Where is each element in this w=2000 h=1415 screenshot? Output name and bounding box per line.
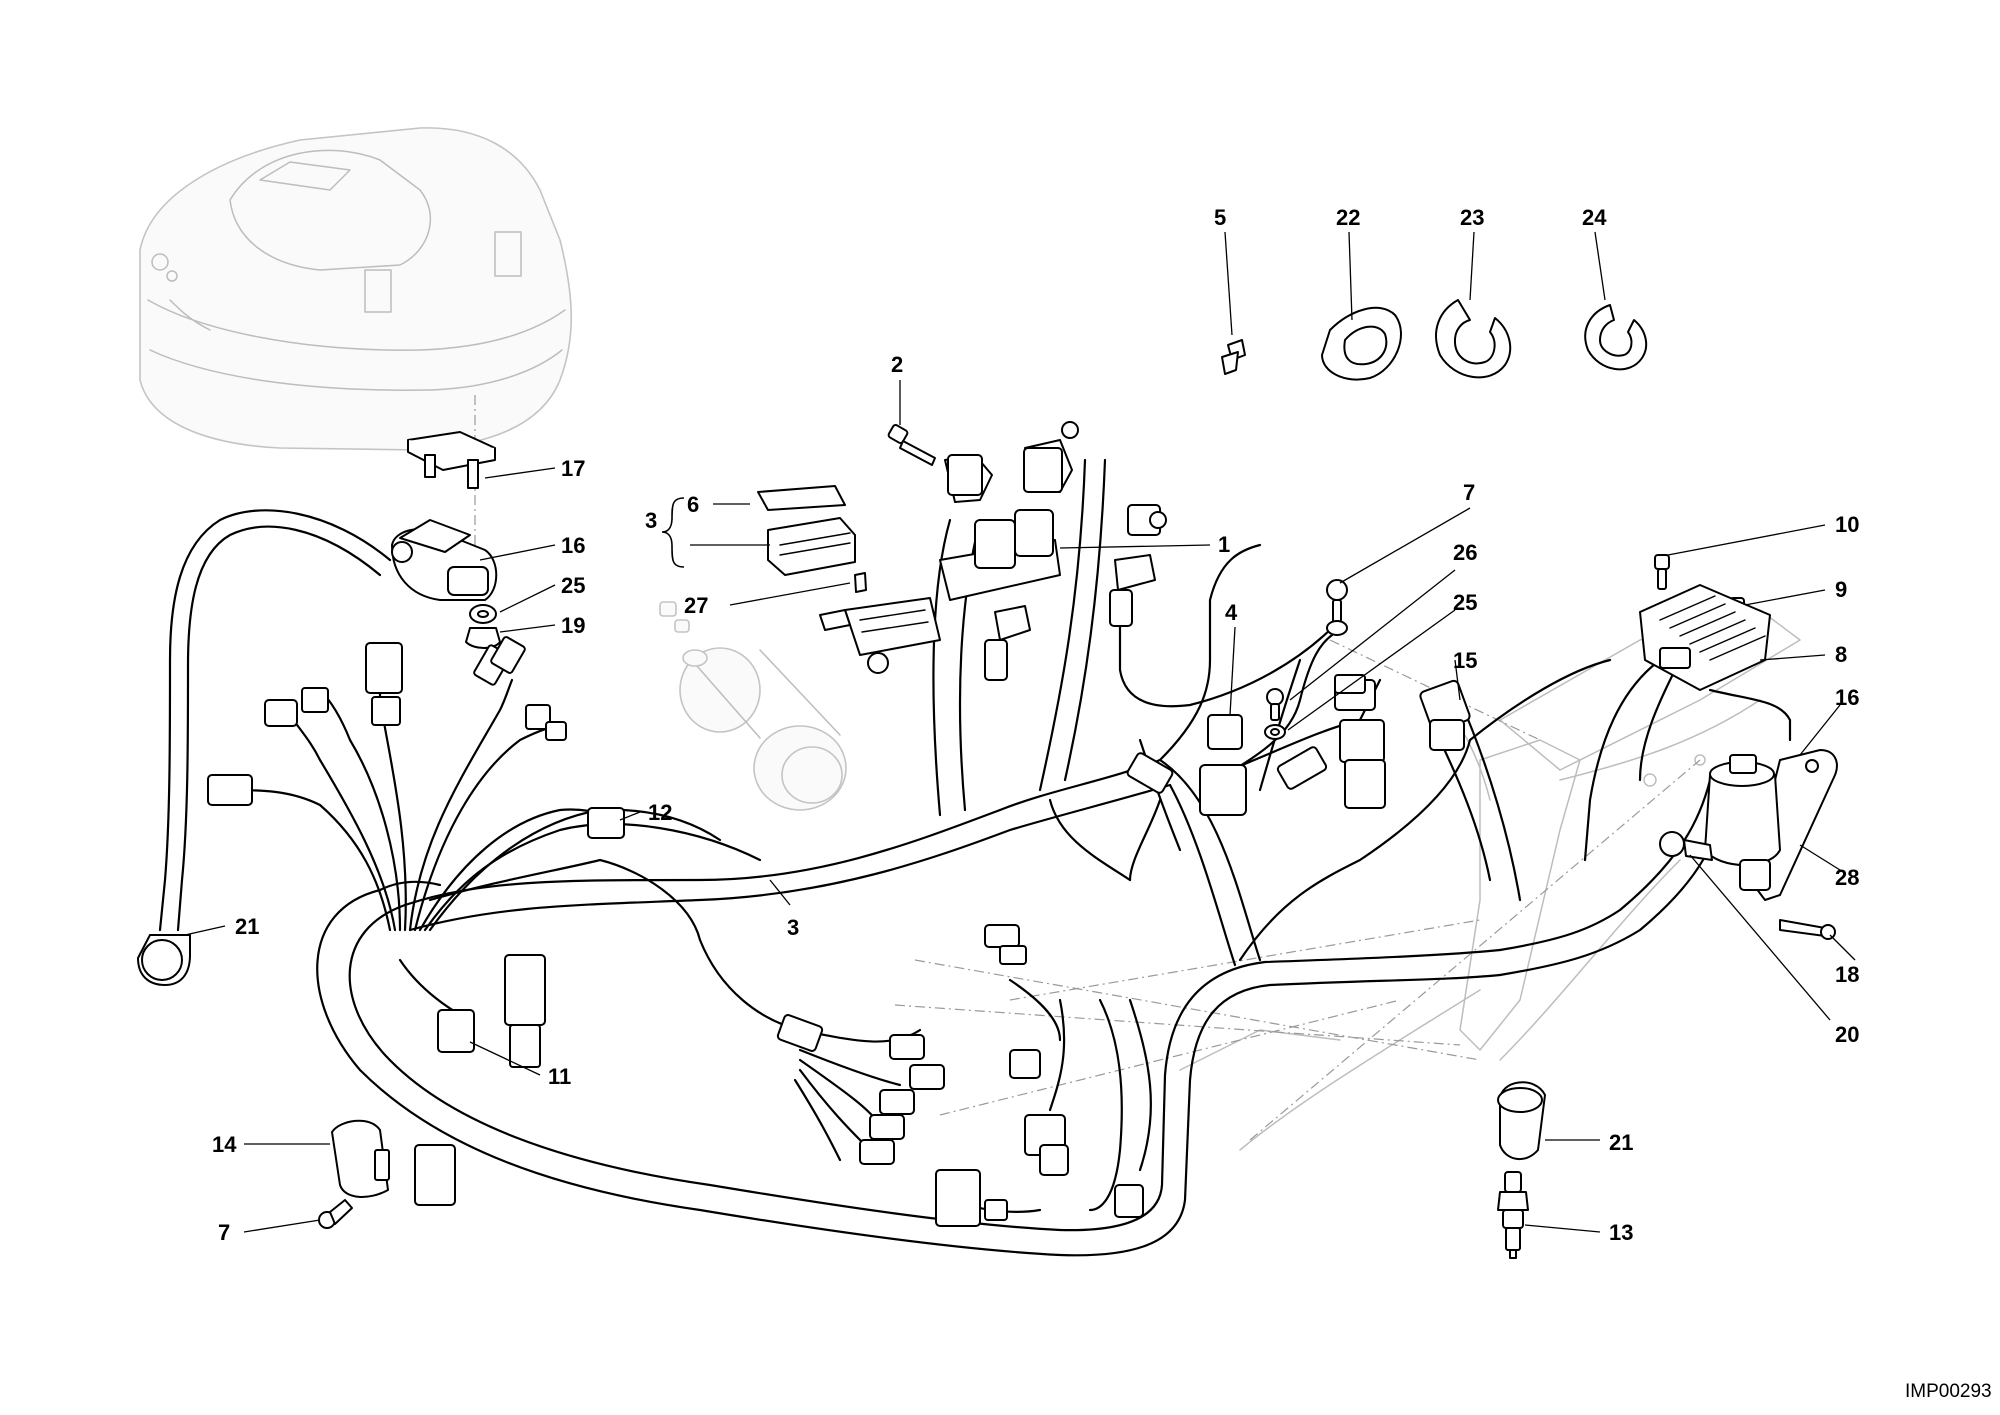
label-18: 18 (1835, 962, 1859, 987)
part-7-screw-left (318, 1199, 353, 1229)
label-20: 20 (1835, 1022, 1859, 1047)
label-6: 6 (687, 492, 699, 517)
part-16-ignition-coil-right (1704, 754, 1781, 891)
leader-lines (184, 231, 1856, 1233)
part-24-clamp (1584, 304, 1648, 371)
bottom-connectors (414, 924, 1144, 1227)
part-26-screw (1266, 688, 1284, 721)
part-27-clip (854, 572, 867, 593)
part-7-ground-bolt (1326, 579, 1348, 636)
label-9: 9 (1835, 577, 1847, 602)
part-16-ignition-coil (391, 519, 498, 601)
label-7-top: 7 (1463, 480, 1475, 505)
label-13: 13 (1609, 1220, 1633, 1245)
label-24: 24 (1582, 205, 1607, 230)
label-17: 17 (561, 456, 585, 481)
label-7-bottom: 7 (218, 1220, 230, 1245)
construction-lines (474, 395, 1701, 1141)
fuse-holder (819, 597, 941, 674)
part-18-bolt (1779, 919, 1836, 940)
label-15: 15 (1453, 648, 1477, 673)
label-27: 27 (684, 593, 708, 618)
label-5: 5 (1214, 205, 1226, 230)
part-17-bracket (407, 431, 496, 489)
part-23-clamp (1435, 299, 1512, 379)
part-11-connector (437, 1009, 475, 1053)
part-12-connector (587, 807, 625, 839)
label-28: 28 (1835, 865, 1859, 890)
part-10-screw (1654, 554, 1670, 590)
part-2-screw (887, 424, 936, 466)
part-6-cover (757, 485, 846, 511)
part-3-fuse-box (767, 517, 856, 576)
label-22: 22 (1336, 205, 1360, 230)
connector-near-relay (1127, 504, 1167, 536)
frame-ghost (1179, 609, 1801, 1151)
airbox-ghost (139, 127, 572, 451)
label-11: 11 (548, 1064, 571, 1089)
label-23: 23 (1460, 205, 1484, 230)
label-12: 12 (648, 800, 672, 825)
left-connectors (207, 636, 625, 1068)
part-8-voltage-regulator (1639, 584, 1771, 691)
part-21-spark-cap-left (137, 934, 191, 986)
label-10: 10 (1835, 512, 1859, 537)
part-25-washer (1264, 724, 1286, 740)
label-2: 2 (891, 352, 903, 377)
label-3: 3 (787, 915, 799, 940)
part-22-cable-tie (1321, 306, 1402, 381)
part-13-spark-plug (1497, 1171, 1529, 1259)
label-21-left: 21 (235, 914, 259, 939)
label-25-left: 25 (561, 573, 585, 598)
left-ht-lead (158, 509, 392, 932)
part-1-relay-block (939, 421, 1079, 601)
label-16-right: 16 (1835, 685, 1859, 710)
label-21-right: 21 (1609, 1130, 1633, 1155)
part-4-relay (1199, 714, 1247, 816)
label-8: 8 (1835, 642, 1847, 667)
label-25-right: 25 (1453, 590, 1477, 615)
label-4: 4 (1225, 600, 1238, 625)
part-15-connector (1419, 679, 1471, 751)
mid-connectors (1126, 674, 1386, 809)
label-26: 26 (1453, 540, 1477, 565)
label-16-left: 16 (561, 533, 585, 558)
callout-labels: 5 22 23 24 2 17 7 10 3 6 1 16 26 9 25 27… (212, 205, 1859, 1245)
part-25-grommet (469, 604, 497, 624)
part-14-horn (331, 1119, 390, 1198)
label-19: 19 (561, 613, 585, 638)
part-21-spark-cap-right (1497, 1081, 1546, 1160)
part-5-terminal (1221, 339, 1246, 375)
group-bracket-3 (661, 497, 685, 568)
drawing-code: IMP00293 (1905, 1381, 1992, 1402)
relay-terminals (984, 554, 1156, 681)
part-28-bracket (1749, 749, 1838, 901)
label-14: 14 (212, 1132, 237, 1157)
starter-motor-ghost (659, 601, 847, 811)
part-20-grommet (1659, 831, 1713, 861)
part-19-rubber-cap (465, 627, 501, 649)
label-3-brace: 3 (645, 508, 657, 533)
label-1: 1 (1218, 532, 1230, 557)
